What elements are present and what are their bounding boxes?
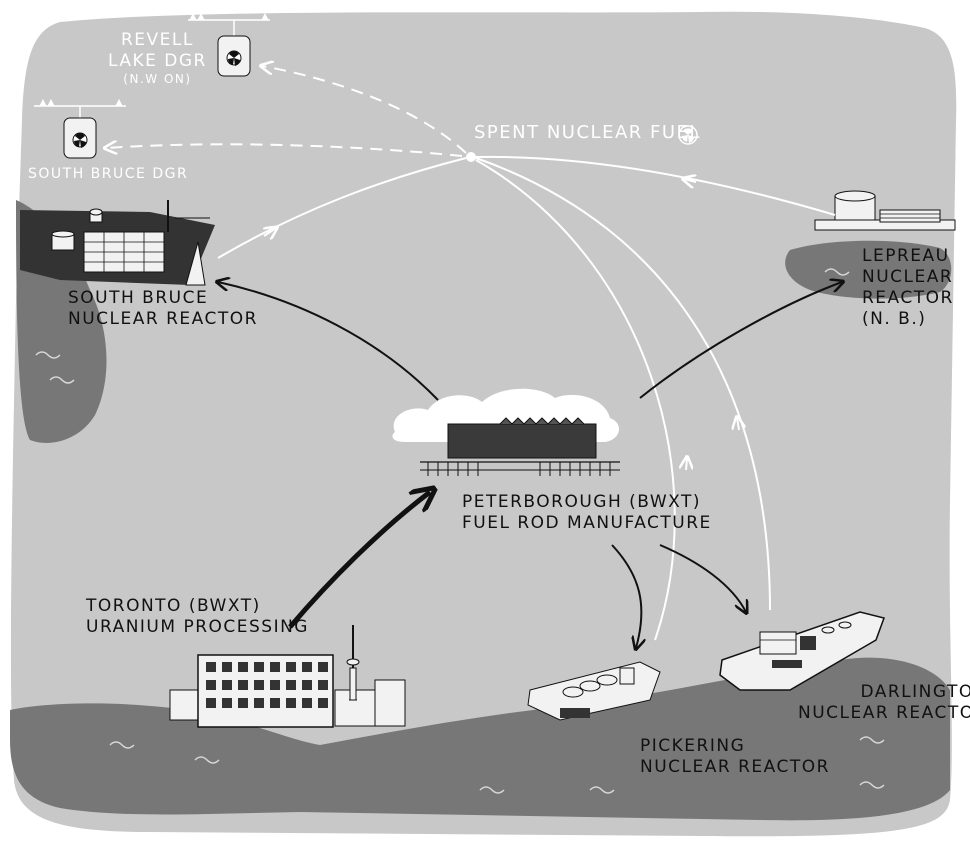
pickering-line-1: Pickering [640, 736, 746, 756]
arrow-peterborough-to-darlington [659, 544, 746, 612]
lake-ontario-water [10, 657, 950, 821]
bay-of-fundy-water [785, 240, 952, 299]
factory-icon [420, 417, 620, 476]
arrow-pickering-to-spent-fuel [475, 159, 676, 641]
arrow-to-south-bruce-dgr [106, 144, 463, 157]
pickering-line-2: Nuclear Reactor [640, 757, 830, 777]
spent-fuel-hub [466, 152, 476, 162]
revell-line-1: Revell [120, 30, 194, 50]
arrow-peterborough-to-pickering [611, 544, 641, 648]
cn-tower-icon [346, 625, 360, 701]
arrow-toronto-to-peterborough [288, 492, 430, 629]
revell-line-2: Lake DGR [108, 51, 207, 71]
label-revell-lake-dgr: Revell Lake DGR (N.W ON) [108, 30, 207, 87]
arrow-peterborough-to-lepreau [639, 282, 842, 399]
label-toronto: Toronto (BWXT) Uranium Processing [86, 596, 309, 638]
toronto-line-1: Toronto (BWXT) [86, 596, 261, 616]
label-spent-nuclear-fuel: Spent Nuclear Fuel [474, 122, 701, 143]
peterborough-line-1: Peterborough (BWXT) [462, 492, 702, 512]
repository-icon [188, 12, 270, 77]
pickering-reactor-icon [527, 661, 661, 721]
arrow-darlington-to-spent-fuel [475, 157, 771, 611]
arrow-south-bruce-to-spent-fuel [217, 157, 467, 259]
darlington-line-1: Darlington [860, 682, 970, 702]
lepreau-line-1: Lepreau [862, 246, 950, 266]
south-bruce-reactor-line-1: South Bruce [68, 288, 209, 308]
darlington-line-2: Nuclear Reactor [798, 703, 970, 723]
waves [35, 268, 885, 794]
darlington-reactor-icon [719, 611, 885, 691]
lepreau-line-4: (N. B.) [862, 309, 927, 329]
label-lepreau-reactor: Lepreau Nuclear Reactor (N. B.) [862, 246, 954, 330]
lepreau-line-2: Nuclear [862, 267, 954, 287]
arrow-peterborough-to-south-bruce [218, 282, 439, 401]
label-south-bruce-dgr: South Bruce DGR [28, 166, 189, 182]
label-south-bruce-reactor: South Bruce Nuclear Reactor [68, 288, 258, 330]
label-peterborough: Peterborough (BWXT) Fuel Rod Manufacture [462, 492, 712, 534]
radiation-icon [678, 125, 698, 145]
arrow-to-revell-dgr [262, 66, 467, 154]
peterborough-line-2: Fuel Rod Manufacture [462, 513, 712, 533]
label-darlington: Darlington Nuclear Reactor [798, 682, 970, 724]
toronto-line-2: Uranium Processing [86, 617, 309, 637]
revell-line-3: (N.W ON) [123, 72, 192, 86]
south-bruce-reactor-line-2: Nuclear Reactor [68, 309, 258, 329]
arrow-lepreau-to-spent-fuel [475, 155, 836, 216]
south-bruce-reactor-icon [20, 200, 215, 286]
lepreau-line-3: Reactor [862, 288, 954, 308]
toronto-buildings-icon [169, 654, 406, 728]
label-pickering: Pickering Nuclear Reactor [640, 736, 830, 778]
repository-icon [34, 98, 126, 159]
lepreau-reactor-icon [814, 190, 956, 231]
